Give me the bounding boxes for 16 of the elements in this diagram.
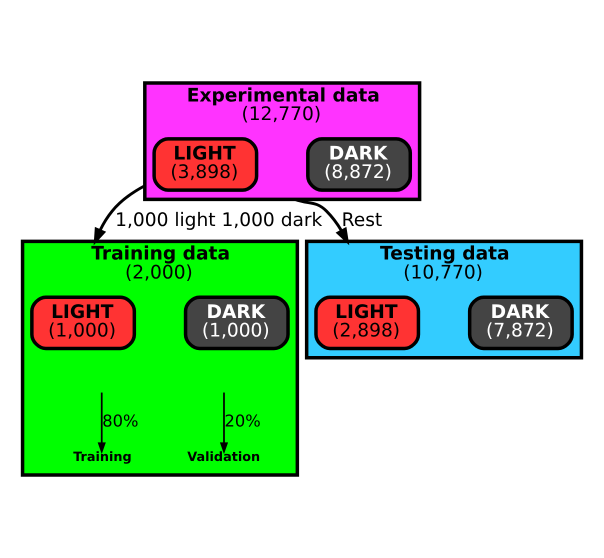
node-box: LIGHT (1,000)	[30, 295, 136, 350]
node-box: LIGHT (3,898)	[152, 137, 258, 192]
node-box: DARK (8,872)	[306, 137, 412, 192]
node-text: Validation	[187, 450, 260, 465]
edge-label: Rest	[342, 210, 382, 231]
node-box: DARK (1,000)	[184, 295, 290, 350]
arrow	[220, 392, 228, 454]
arrow	[98, 392, 106, 454]
node-box: DARK (7,872)	[468, 295, 574, 350]
edge-label: 1,000 light 1,000 dark	[115, 210, 322, 231]
node-text: Training	[73, 450, 132, 465]
arrow	[294, 198, 350, 246]
edge-label: 80%	[102, 411, 138, 430]
edge-label: 20%	[224, 411, 261, 430]
node-box: LIGHT (2,898)	[314, 295, 420, 350]
arrow	[94, 184, 146, 246]
